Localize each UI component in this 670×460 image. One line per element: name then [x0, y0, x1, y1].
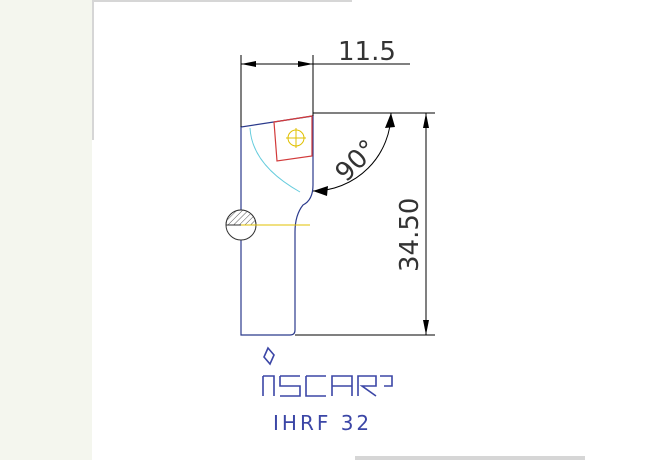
- coolant-path: [249, 127, 301, 193]
- dimension-width-label: 11.5: [338, 37, 396, 67]
- sheet-bottom-edge: [355, 456, 585, 460]
- sheet-left-edge: [92, 0, 94, 140]
- iscar-logo: [262, 346, 393, 397]
- cutting-insert: [273, 115, 313, 162]
- dimension-height: [295, 112, 435, 336]
- sheet-top-edge: [92, 0, 352, 2]
- dimension-angle: [312, 112, 395, 196]
- part-label: IHRF 32: [273, 411, 372, 435]
- tool-body: [240, 115, 314, 336]
- dimension-height-label: 34.50: [395, 198, 425, 272]
- dimension-width: [240, 55, 410, 127]
- drawing-sheet: [92, 0, 670, 460]
- section-symbol: [225, 209, 310, 241]
